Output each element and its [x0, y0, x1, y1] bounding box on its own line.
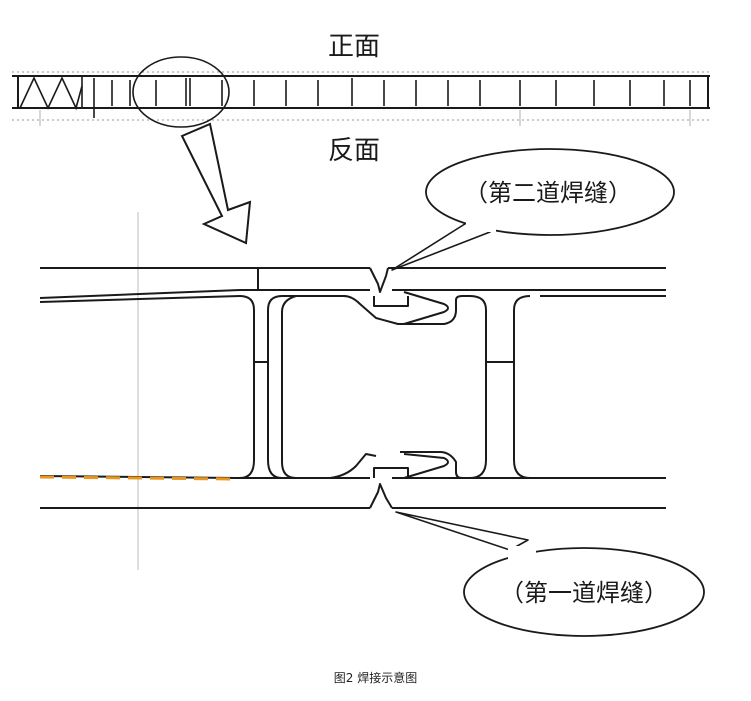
label-weld-second: （第二道焊缝）: [464, 179, 632, 207]
bottom-backing-strip: [373, 467, 409, 478]
detail-cross-section: [39, 267, 666, 509]
truss-diagonals: [19, 76, 83, 111]
top-groove: [369, 267, 389, 293]
panel-overview: [12, 56, 712, 128]
profile-cells: [111, 78, 691, 106]
detail-highlight-ellipse: [132, 56, 230, 128]
zoom-arrow: [180, 122, 252, 245]
label-weld-first: （第一道焊缝）: [500, 579, 668, 607]
label-back: 反面: [328, 136, 380, 166]
figure-caption: 图2 焊接示意图: [333, 671, 418, 685]
center-cavity: [281, 295, 470, 479]
top-backing-strip: [373, 296, 409, 307]
accent-dashed-line: [39, 475, 237, 481]
callout-second-weld: （第二道焊缝）: [391, 148, 675, 271]
label-front: 正面: [328, 32, 380, 62]
callout-first-weld: （第一道焊缝）: [395, 511, 705, 637]
bottom-groove: [369, 483, 393, 509]
